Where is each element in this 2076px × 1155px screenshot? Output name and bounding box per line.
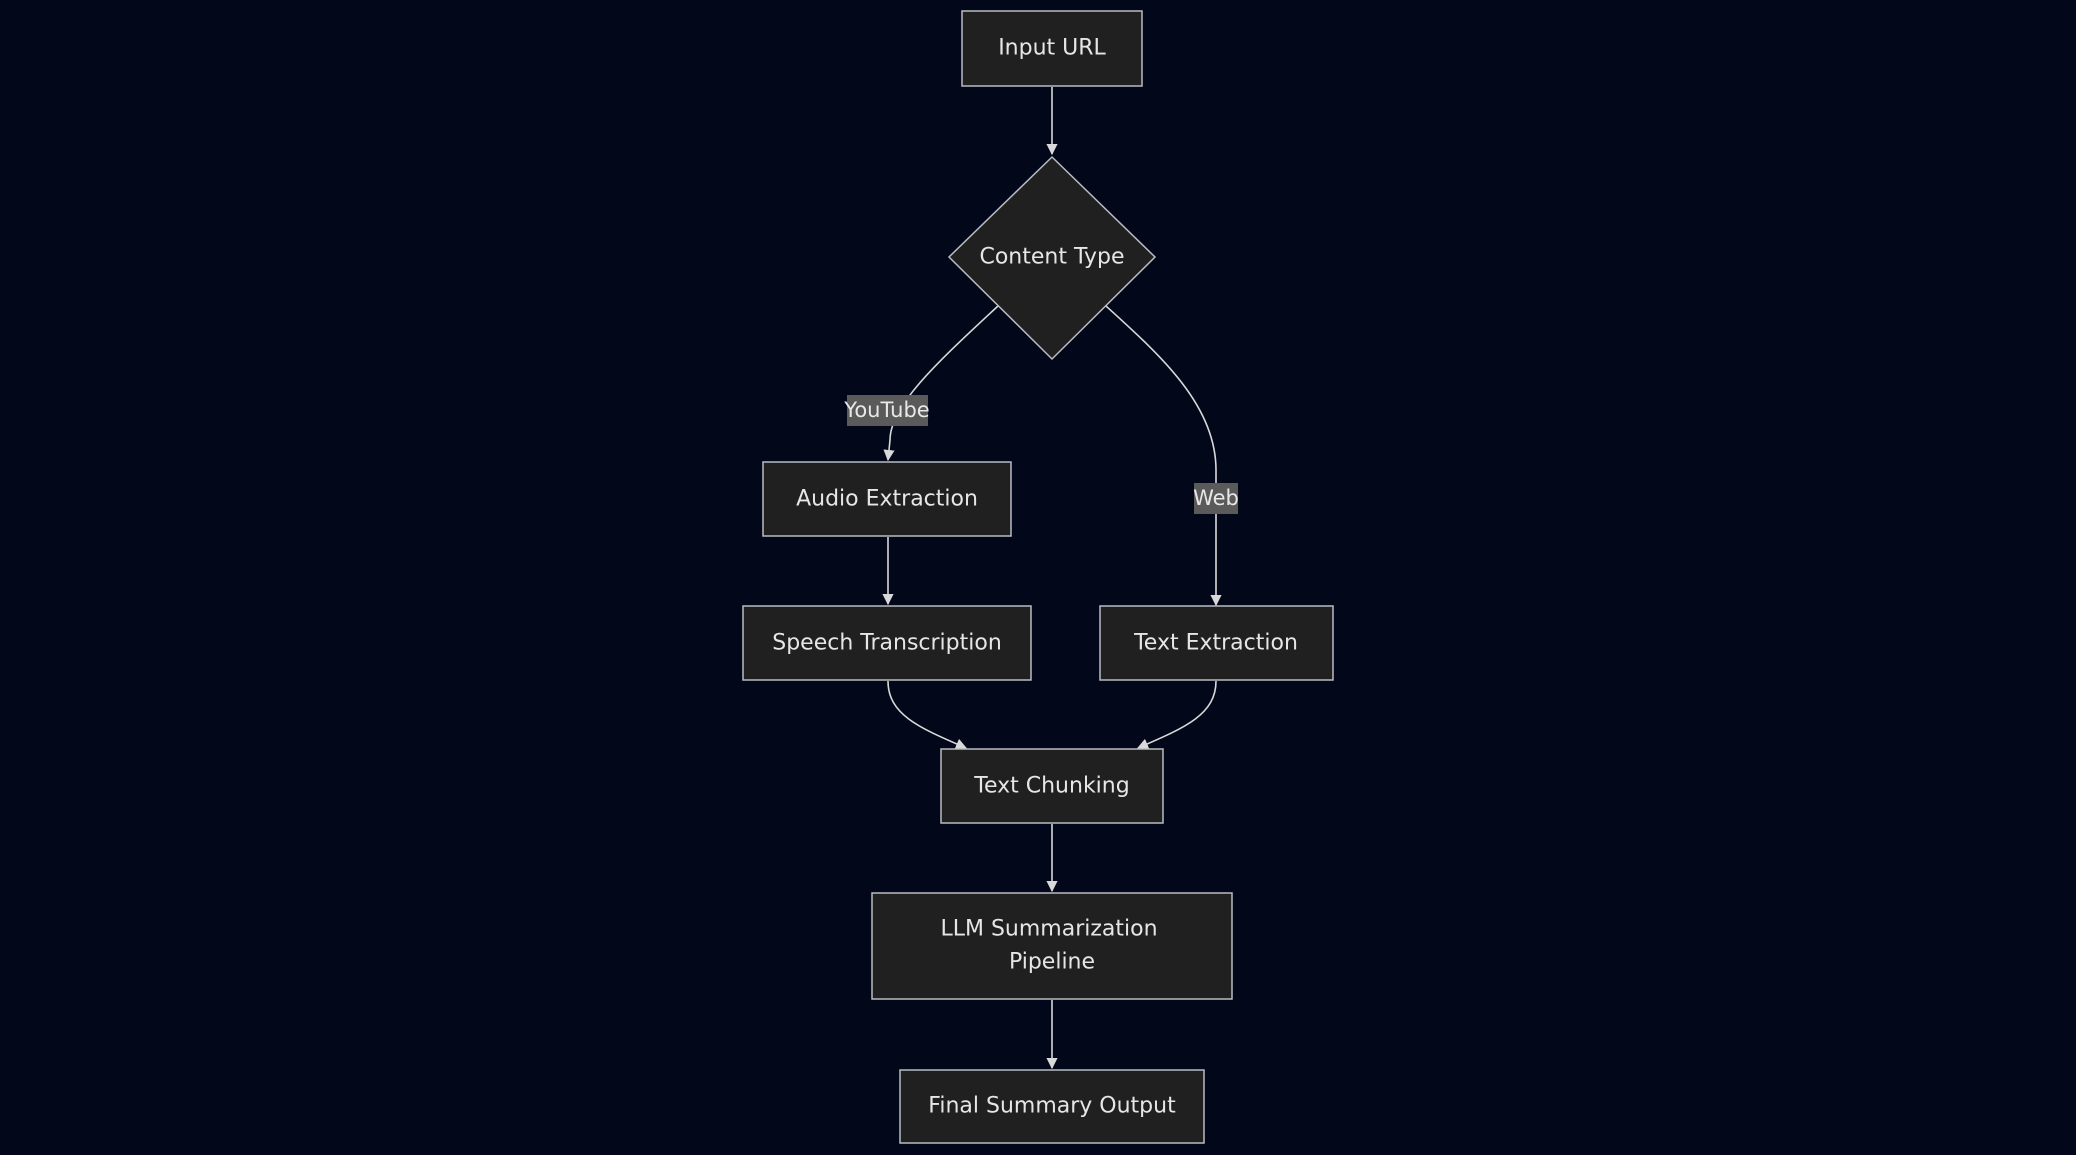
edge-content-type-to-audio-extraction	[883, 305, 999, 462]
node-audio-extraction-label: Audio Extraction	[796, 487, 978, 512]
edge-text-extraction-to-text-chunking	[1136, 680, 1217, 750]
node-final-summary-output-label: Final Summary Output	[928, 1094, 1176, 1119]
node-llm-summarization-label-line2: Pipeline	[1009, 950, 1095, 975]
node-text-chunking: Text Chunking	[940, 748, 1164, 824]
edges	[882, 87, 1222, 1070]
node-content-type-label: Content Type	[979, 245, 1124, 270]
node-speech-transcription-label: Speech Transcription	[772, 631, 1002, 656]
node-text-extraction-label: Text Extraction	[1133, 631, 1298, 656]
node-final-summary-output: Final Summary Output	[899, 1069, 1205, 1144]
node-text-extraction: Text Extraction	[1099, 605, 1334, 681]
node-input-url-label: Input URL	[998, 36, 1106, 61]
node-content-type-decision: Content Type	[947, 155, 1157, 361]
edge-label-web-text: Web	[1193, 486, 1239, 510]
node-llm-summarization-label-line1: LLM Summarization	[940, 917, 1157, 942]
edge-label-youtube-text: YouTube	[843, 398, 929, 422]
node-audio-extraction: Audio Extraction	[762, 461, 1012, 537]
edge-speech-to-text-chunking	[887, 680, 968, 750]
edge-label-web: Web	[1193, 483, 1239, 514]
node-input-url: Input URL	[961, 10, 1143, 87]
edge-content-type-to-text-extraction	[1105, 305, 1222, 607]
node-llm-summarization-pipeline: LLM Summarization Pipeline	[871, 892, 1233, 1000]
node-speech-transcription: Speech Transcription	[742, 605, 1032, 681]
edge-label-youtube: YouTube	[843, 395, 930, 426]
node-text-chunking-label: Text Chunking	[973, 774, 1129, 799]
